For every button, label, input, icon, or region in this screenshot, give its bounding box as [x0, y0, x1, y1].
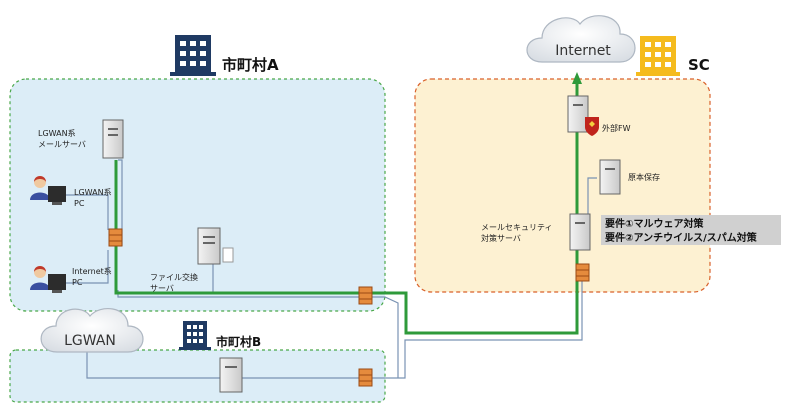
requirement-1: 要件①マルウェア対策 [605, 217, 704, 230]
archive-server-icon [599, 159, 621, 195]
zone-sc [414, 78, 711, 293]
firewall-icon [358, 368, 373, 387]
requirement-2: 要件②アンチウイルス/スパム対策 [605, 231, 758, 244]
internet-pc-label: Internet系 PC [72, 266, 114, 287]
lgwan-pc-label: LGWAN系 PC [74, 187, 114, 208]
lgwan-pc-icon [30, 176, 66, 205]
town-b-server-icon [219, 357, 243, 393]
lgwan-cloud: LGWAN [40, 308, 144, 353]
mail-path [114, 78, 579, 335]
external-fw-server-icon [567, 95, 589, 133]
building-b-icon [179, 321, 211, 350]
file-exchange-label: ファイル交換 サーバ [150, 272, 201, 293]
mail-path-arrow [572, 72, 582, 84]
firewall-icon [358, 286, 373, 305]
internet-label: Internet [555, 43, 611, 59]
archive-label: 原本保存 [628, 172, 660, 182]
firewall-icon [575, 263, 590, 282]
internet-pc-icon [30, 266, 66, 293]
lgwan-label: LGWAN [64, 333, 116, 349]
shield-icon [585, 117, 599, 136]
town-b-title: 市町村B [216, 334, 261, 349]
mail-security-server-icon [569, 213, 591, 251]
building-a-icon [170, 35, 216, 76]
zone-town-b [9, 349, 386, 403]
building-sc-icon [636, 36, 680, 76]
mail-server-icon [102, 119, 124, 159]
external-fw-label: 外部FW [602, 123, 631, 133]
mail-server-label: LGWAN系 メールサーバ [38, 128, 86, 149]
requirements-box [601, 215, 781, 245]
mail-security-label: メールセキュリティ 対策サーバ [481, 223, 555, 243]
sc-title: SC [688, 56, 710, 74]
town-a-title: 市町村A [222, 56, 279, 74]
firewall-icon [108, 228, 123, 247]
internet-cloud: Internet [526, 15, 636, 63]
file-exchange-server-icon [197, 227, 234, 265]
